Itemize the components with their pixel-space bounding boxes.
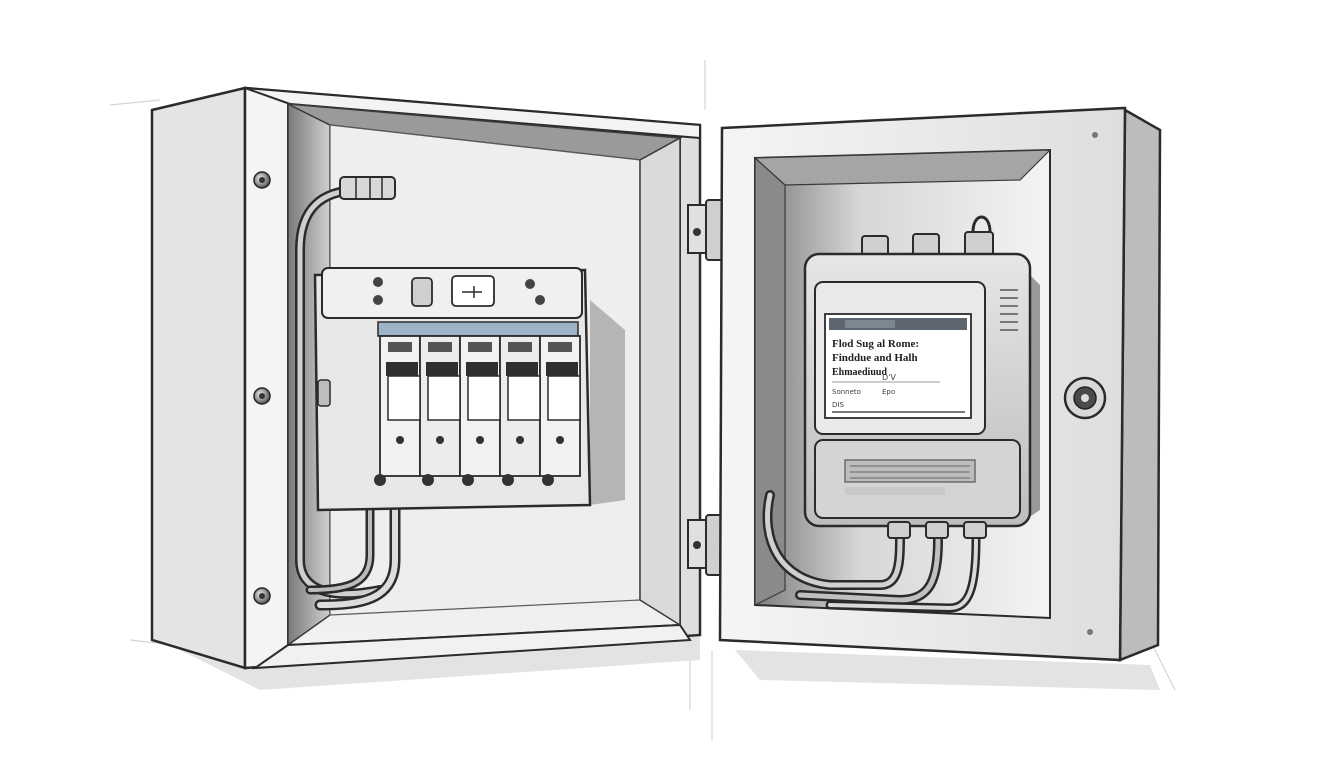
lock-icon bbox=[1063, 376, 1107, 420]
meter-label-row-b-left: DIS bbox=[832, 401, 844, 409]
main-cabinet bbox=[150, 86, 702, 690]
screw-icon bbox=[253, 171, 271, 189]
electric-meter: Flod Sug al Rome: Finddue and Halh Ehmae… bbox=[803, 215, 1040, 539]
screw-icon bbox=[253, 387, 271, 405]
meter-label-line1: Flod Sug al Rome: bbox=[832, 338, 919, 350]
cable-gland bbox=[339, 176, 396, 200]
meter-label-row-b-right: D'V bbox=[882, 373, 896, 382]
cabinet-door: Flod Sug al Rome: Finddue and Halh Ehmae… bbox=[718, 106, 1162, 690]
meter-label-row-a-left: Sonneto bbox=[832, 388, 861, 396]
circuit-breaker-assembly bbox=[313, 267, 625, 512]
meter-label-line3: Ehmaediuud bbox=[832, 367, 887, 378]
meter-label-line2: Finddue and Halh bbox=[832, 352, 918, 364]
cable-bundle bbox=[295, 185, 401, 611]
screw-icon bbox=[253, 587, 271, 605]
door-cable-bundle bbox=[762, 490, 981, 613]
meter-label-row-a-right: Epo bbox=[882, 388, 895, 396]
